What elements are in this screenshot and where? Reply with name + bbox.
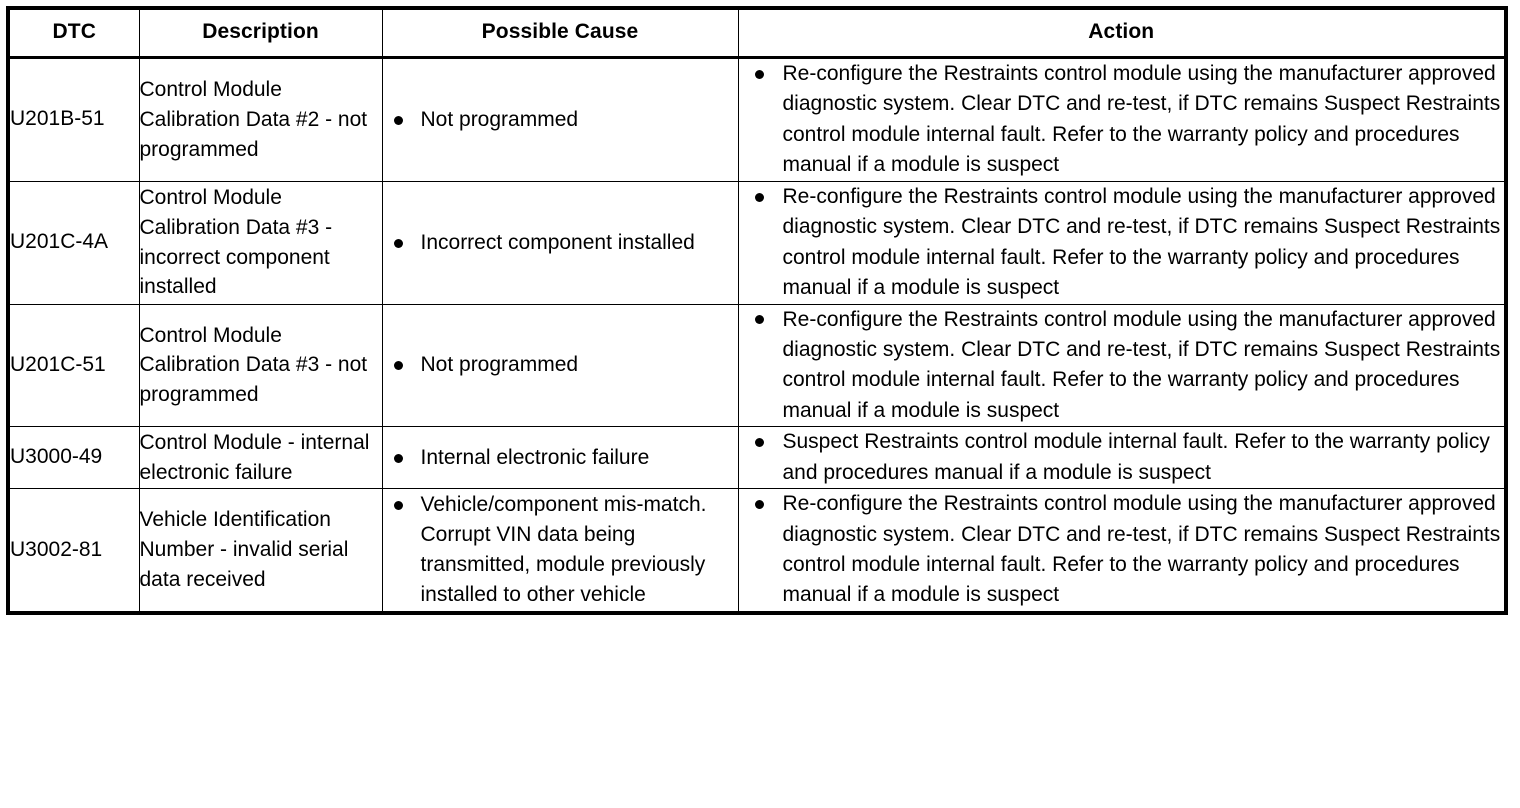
action-item: Re-configure the Restraints control modu…: [739, 489, 1505, 611]
possible-cause-list: Incorrect component installed: [383, 228, 738, 258]
possible-cause-list: Not programmed: [383, 350, 738, 380]
action-list: Re-configure the Restraints control modu…: [739, 59, 1505, 181]
table-header-row: DTC Description Possible Cause Action: [7, 7, 1507, 59]
possible-cause-item: Not programmed: [383, 350, 738, 380]
cell-description: Control Module - internal electronic fai…: [138, 426, 383, 490]
cell-dtc: U201B-51: [7, 57, 140, 182]
cell-dtc: U201C-4A: [7, 180, 140, 305]
cell-action: Re-configure the Restraints control modu…: [737, 303, 1507, 428]
cell-action: Re-configure the Restraints control modu…: [737, 57, 1507, 182]
action-list: Re-configure the Restraints control modu…: [739, 489, 1505, 611]
possible-cause-item: Not programmed: [383, 105, 738, 135]
cell-description: Control Module Calibration Data #3 - not…: [138, 303, 383, 428]
cell-possible-cause: Internal electronic failure: [381, 426, 739, 490]
cell-action: Re-configure the Restraints control modu…: [737, 488, 1507, 614]
cell-description: Control Module Calibration Data #3 - inc…: [138, 180, 383, 305]
action-list: Suspect Restraints control module intern…: [739, 427, 1505, 488]
action-list: Re-configure the Restraints control modu…: [739, 305, 1505, 427]
possible-cause-list: Internal electronic failure: [383, 443, 738, 473]
column-header-dtc: DTC: [7, 7, 140, 59]
possible-cause-list: Vehicle/component mis-match. Corrupt VIN…: [383, 490, 738, 610]
cell-action: Suspect Restraints control module intern…: [737, 426, 1507, 490]
cell-dtc: U3002-81: [7, 488, 140, 614]
column-header-description: Description: [138, 7, 383, 59]
cell-description: Control Module Calibration Data #2 - not…: [138, 57, 383, 182]
possible-cause-list: Not programmed: [383, 105, 738, 135]
column-header-action: Action: [737, 7, 1507, 59]
cell-action: Re-configure the Restraints control modu…: [737, 180, 1507, 305]
action-item: Re-configure the Restraints control modu…: [739, 59, 1505, 181]
action-list: Re-configure the Restraints control modu…: [739, 182, 1505, 304]
cell-description: Vehicle Identification Number - invalid …: [138, 488, 383, 614]
possible-cause-item: Internal electronic failure: [383, 443, 738, 473]
action-item: Re-configure the Restraints control modu…: [739, 182, 1505, 304]
possible-cause-item: Incorrect component installed: [383, 228, 738, 258]
cell-dtc: U201C-51: [7, 303, 140, 428]
cell-possible-cause: Not programmed: [381, 57, 739, 182]
action-item: Re-configure the Restraints control modu…: [739, 305, 1505, 427]
possible-cause-item: Vehicle/component mis-match. Corrupt VIN…: [383, 490, 738, 610]
cell-possible-cause: Incorrect component installed: [381, 180, 739, 305]
cell-possible-cause: Not programmed: [381, 303, 739, 428]
dtc-table: DTC Description Possible Cause Action U2…: [6, 6, 1508, 615]
cell-dtc: U3000-49: [7, 426, 140, 490]
cell-possible-cause: Vehicle/component mis-match. Corrupt VIN…: [381, 488, 739, 614]
action-item: Suspect Restraints control module intern…: [739, 427, 1505, 488]
column-header-possible-cause: Possible Cause: [381, 7, 739, 59]
table-header: DTC Description Possible Cause Action: [7, 7, 1507, 59]
